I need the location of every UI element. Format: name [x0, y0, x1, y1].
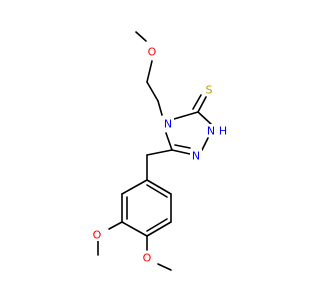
- bond-n2-c3-double: [174, 144, 191, 149]
- bond-ar-c4-c5: [146, 221, 172, 237]
- bond-c3-ch2: [146, 149, 173, 156]
- bond-c3-n4: [165, 132, 173, 151]
- bond-c5-n1h: [197, 111, 212, 125]
- bond-n2-c3: [171, 149, 191, 155]
- atoms: O N S N H N O O: [91, 45, 229, 265]
- atom-o-aryl-4: O: [143, 252, 152, 265]
- molecule-diagram: O N S N H N O O: [91, 31, 229, 271]
- bond-ar-c6-c1-double: [146, 184, 168, 198]
- bond-ar-c3-c4: [121, 221, 148, 237]
- bond-ar-c1-c2: [121, 179, 148, 195]
- bond-ch2-n4: [157, 100, 163, 116]
- atom-s-thione: S: [206, 84, 213, 97]
- bonds: [97, 31, 212, 271]
- bond-o4-ch3: [157, 263, 172, 271]
- bond-ch2-ch2: [146, 81, 159, 102]
- bond-ar-c6-c1: [146, 179, 172, 195]
- atom-nh-n: N: [207, 125, 215, 138]
- atom-n2: N: [192, 150, 200, 163]
- bond-c-s-double: [192, 94, 202, 110]
- bond-ar-c4-c5-double: [146, 218, 168, 232]
- bond-ch3-o-top: [135, 31, 147, 42]
- bond-n4-c5: [173, 111, 199, 120]
- bond-c-s: [197, 96, 207, 113]
- structure-canvas: O N S N H N O O: [91, 31, 229, 271]
- atom-nh-h: H: [219, 125, 227, 138]
- atom-o-methoxy-top: O: [148, 46, 157, 59]
- bond-o-ch2: [146, 60, 153, 83]
- atom-n4: N: [164, 118, 172, 131]
- bond-n1h-n2: [201, 137, 209, 151]
- atom-o-aryl-3: O: [93, 229, 102, 242]
- bond-ar-o3: [108, 221, 123, 230]
